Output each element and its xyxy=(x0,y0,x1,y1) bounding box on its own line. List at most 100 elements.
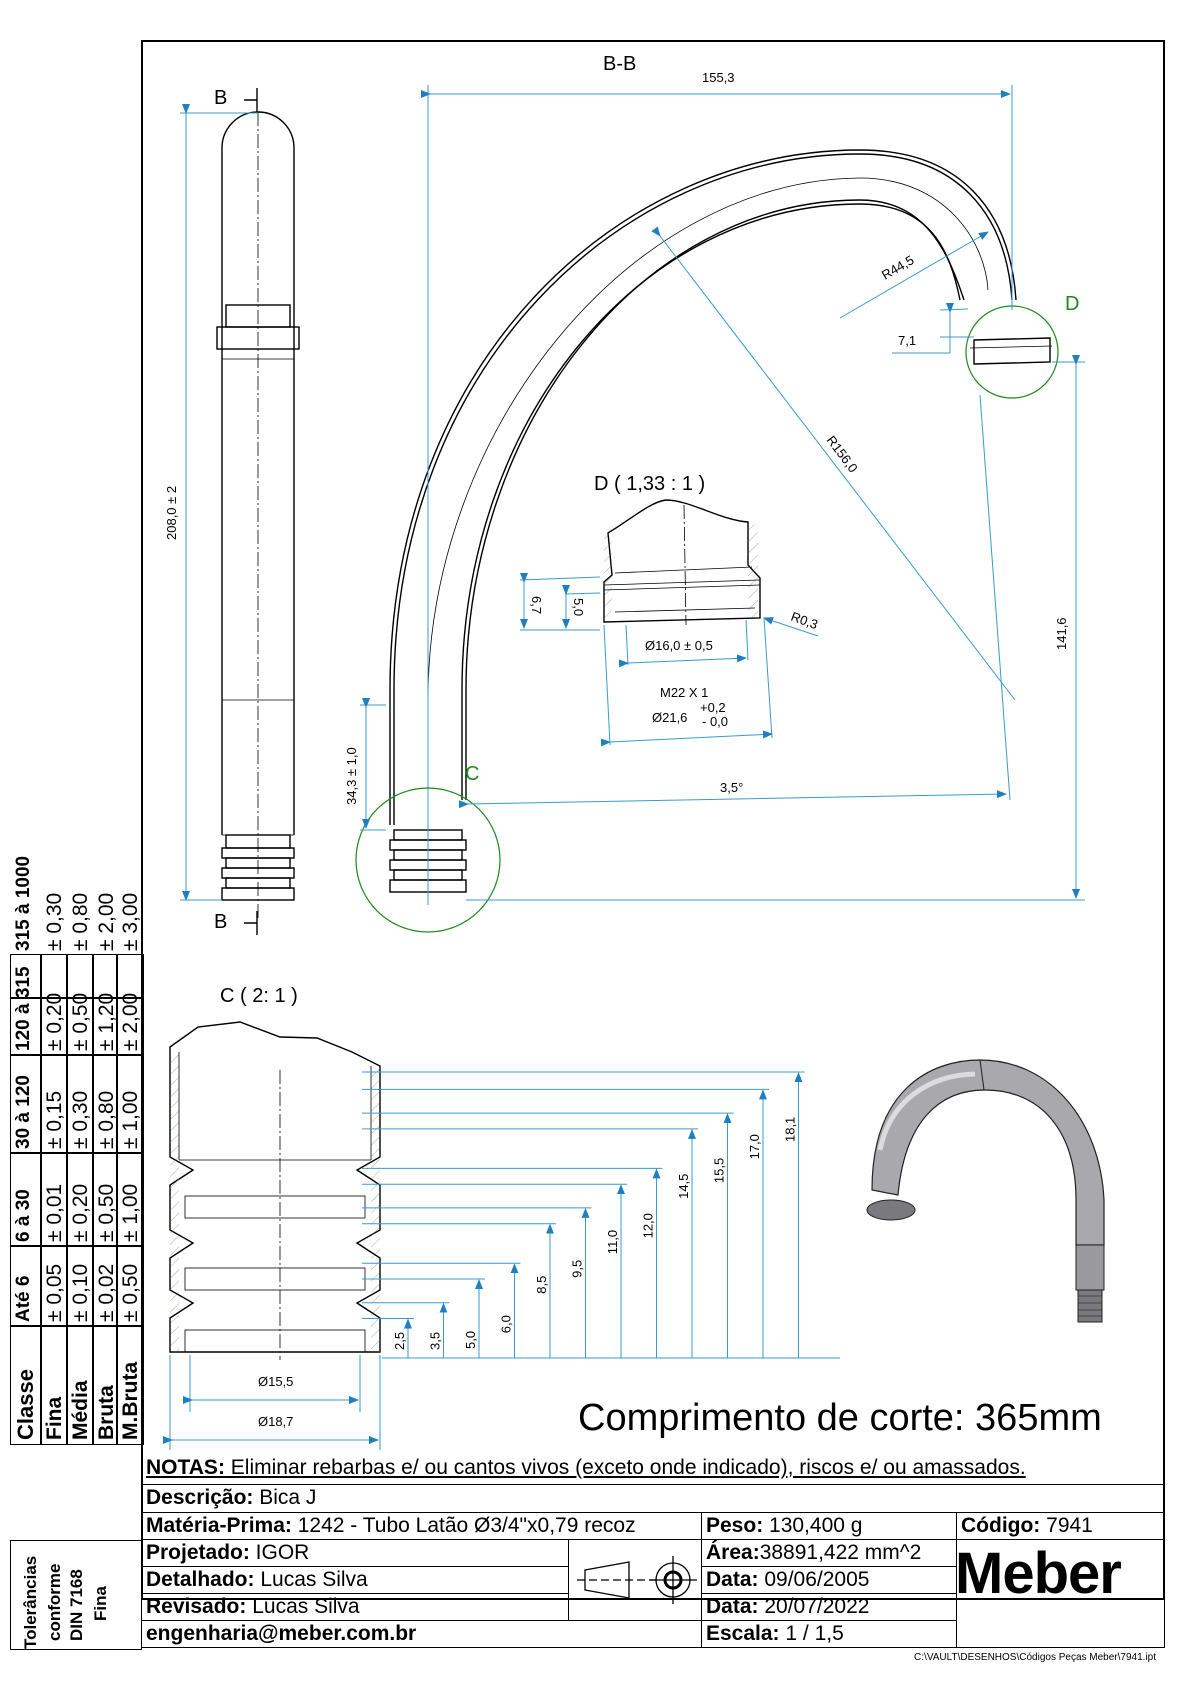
tolerance-value: ± 0,01 xyxy=(40,1152,68,1247)
svg-text:6,7: 6,7 xyxy=(529,596,544,614)
height-dimension-label: 9,5 xyxy=(570,1260,585,1278)
meber-logo: Meber xyxy=(955,1541,1122,1606)
tolerance-value: ± 2,00 xyxy=(92,893,118,999)
revisado-field: Revisado: Lucas Silva xyxy=(141,1593,569,1621)
descricao-field: Descrição: Bica J xyxy=(141,1484,1165,1512)
tolerance-value: ± 1,00 xyxy=(116,1152,144,1247)
section-arrow-top xyxy=(244,88,258,112)
materia-prima-field: Matéria-Prima: 1242 - Tubo Latão Ø3/4"x0… xyxy=(141,1512,702,1540)
dim-height-right: 141,6 xyxy=(466,355,1085,901)
dim-width-total: 155,3 xyxy=(421,70,1013,310)
logo-cell xyxy=(956,1539,1165,1648)
tolerance-value: ± 0,30 xyxy=(40,893,68,999)
height-dimension-label: 17,0 xyxy=(747,1134,762,1159)
projection-symbol xyxy=(568,1539,702,1621)
tolerance-value: ± 0,50 xyxy=(92,1152,118,1247)
codigo-field: Código: 7941 xyxy=(956,1512,1165,1540)
dim-length-c: 34,3 ± 1,0 xyxy=(344,698,386,831)
dim-radius-large: R156,0 xyxy=(651,226,1016,701)
tolerance-value: ± 1,00 xyxy=(116,1054,144,1154)
detalhado-field: Detalhado: Lucas Silva xyxy=(141,1566,569,1594)
detail-d-circle[interactable] xyxy=(965,305,1059,399)
detail-c-marker: C xyxy=(465,763,479,785)
height-dimension-label: 18,1 xyxy=(783,1117,798,1142)
dim-length-straight: 208,0 ± 2 xyxy=(164,104,258,901)
height-dimension-label: 5,0 xyxy=(463,1331,478,1349)
detail-c-circle[interactable] xyxy=(355,787,501,933)
cut-length: Comprimento de corte: 365mm xyxy=(578,1397,1102,1439)
notes: NOTAS: Eliminar rebarbas e/ ou cantos vi… xyxy=(146,1456,1026,1480)
tolerance-value: ± 0,02 xyxy=(92,1245,118,1327)
tolerance-value: ± 0,50 xyxy=(66,954,94,1056)
projetado-field: Projetado: IGOR xyxy=(141,1539,569,1567)
section-marker-bottom: B xyxy=(214,911,227,933)
svg-text:3,5°: 3,5° xyxy=(720,780,743,795)
svg-text:Ø21,6: Ø21,6 xyxy=(652,710,687,725)
svg-text:R0,3: R0,3 xyxy=(789,609,820,632)
dim-offset-d: 7,1 xyxy=(892,303,974,354)
detail-d-view: 6,7 5,0 R0,3 Ø16,0 ± 0,5 M22 X 1 Ø21,6 +… xyxy=(519,499,820,747)
area-field: Área:38891,422 mm^2 xyxy=(701,1539,957,1567)
tolerance-range-label: 6 à 30 xyxy=(10,1152,42,1247)
tolerance-value: ± 3,00 xyxy=(116,893,144,999)
svg-text:155,3: 155,3 xyxy=(702,70,735,85)
svg-text:M22 X 1: M22 X 1 xyxy=(660,685,708,700)
height-dimension-label: 8,5 xyxy=(534,1276,549,1294)
tolerance-range-label: 315 à 1000 xyxy=(10,856,42,999)
svg-text:Ø15,5: Ø15,5 xyxy=(258,1374,293,1389)
detail-c-title: C ( 2: 1 ) xyxy=(220,985,298,1007)
height-dimension-label: 3,5 xyxy=(428,1332,443,1350)
svg-text:7,1: 7,1 xyxy=(898,333,916,348)
svg-text:5,0: 5,0 xyxy=(571,598,586,616)
tolerance-class-1: Fina xyxy=(40,1325,68,1445)
tolerance-class-3: Bruta xyxy=(92,1325,118,1445)
data-criacao-field: Data: 09/06/2005 xyxy=(701,1566,957,1594)
svg-text:+0,2: +0,2 xyxy=(700,700,726,715)
height-dimension-label: 12,0 xyxy=(641,1213,656,1238)
email-field: engenharia@meber.com.br xyxy=(141,1620,702,1648)
section-arrow-bottom xyxy=(244,911,258,935)
tolerance-value: ± 0,05 xyxy=(40,1245,68,1327)
escala-field: Escala: 1 / 1,5 xyxy=(701,1620,957,1648)
dim-angle: 3,5° xyxy=(458,394,1011,809)
tolerance-side-label: Tolerâncias conforme DIN 7168 Fina xyxy=(10,1540,142,1650)
notes-text: Eliminar rebarbas e/ ou cantos vivos (ex… xyxy=(224,1456,1026,1479)
peso-field: Peso: 130,400 g xyxy=(701,1512,957,1540)
tolerance-value: ± 0,30 xyxy=(66,1054,94,1154)
detail-d-title: D ( 1,33 : 1 ) xyxy=(594,473,705,495)
height-dimension-label: 11,0 xyxy=(605,1230,620,1254)
tolerance-value: ± 2,00 xyxy=(116,954,144,1056)
section-marker-top: B xyxy=(214,87,227,109)
svg-text:Ø16,0 ± 0,5: Ø16,0 ± 0,5 xyxy=(645,638,713,653)
svg-text:- 0,0: - 0,0 xyxy=(702,714,728,729)
tolerance-value: ± 0,80 xyxy=(66,893,94,999)
tolerance-value: ± 0,10 xyxy=(66,1245,94,1327)
detail-d-marker: D xyxy=(1065,293,1079,315)
svg-text:141,6: 141,6 xyxy=(1054,617,1069,650)
height-dimension-label: 14,5 xyxy=(676,1174,691,1199)
tolerance-value: ± 1,20 xyxy=(92,954,118,1056)
svg-text:R44,5: R44,5 xyxy=(879,252,917,282)
tolerance-header-classe: Classe xyxy=(10,1325,42,1445)
notes-label: NOTAS: xyxy=(146,1456,225,1479)
spout-3d-render xyxy=(866,1059,1105,1323)
tolerance-value: ± 0,20 xyxy=(66,1152,94,1247)
tolerance-range-label: 30 à 120 xyxy=(10,1054,42,1154)
svg-text:R156,0: R156,0 xyxy=(824,433,861,476)
svg-text:34,3 ± 1,0: 34,3 ± 1,0 xyxy=(344,747,359,805)
tolerance-range-label: Até 6 xyxy=(10,1245,42,1327)
height-dimension-label: 2,5 xyxy=(392,1332,407,1350)
data-revisao-field: Data: 20/07/2022 xyxy=(701,1593,957,1621)
tolerance-value: ± 0,80 xyxy=(92,1054,118,1154)
file-path: C:\VAULT\DESENHOS\Códigos Peças Meber\79… xyxy=(914,1652,1156,1663)
tolerance-class-4: M.Bruta xyxy=(116,1325,144,1445)
tolerance-class-2: Média xyxy=(66,1325,94,1445)
tolerance-value: ± 0,15 xyxy=(40,1054,68,1154)
dim-radius-small: R44,5 xyxy=(839,231,989,319)
height-dimension-label: 6,0 xyxy=(499,1315,514,1333)
tolerance-value: ± 0,20 xyxy=(40,954,68,1056)
section-label: B-B xyxy=(603,53,636,75)
